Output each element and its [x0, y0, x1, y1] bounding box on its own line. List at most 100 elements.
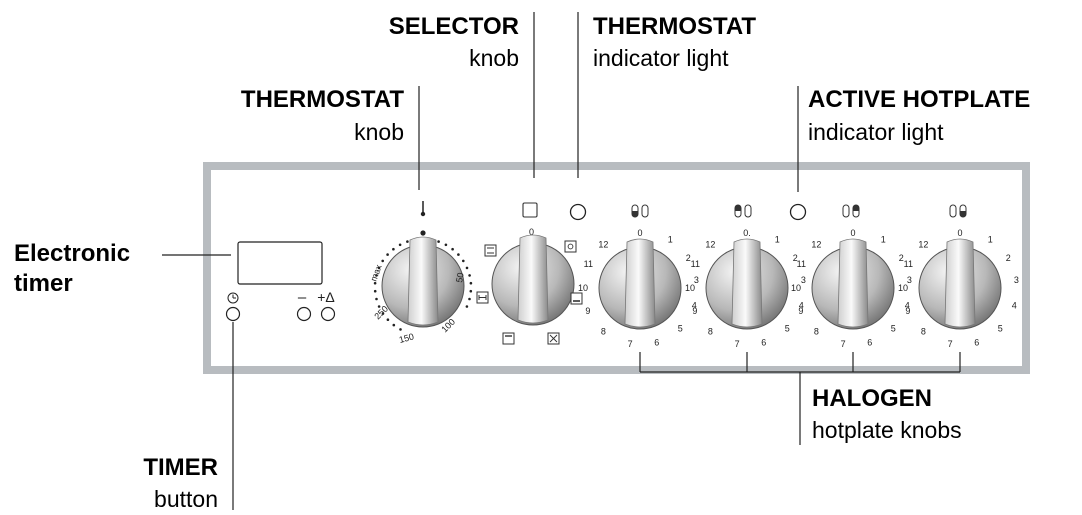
hotplate-3-mark-n7: 7 [841, 339, 846, 349]
hotplate-2-mark-n6: 6 [761, 338, 766, 348]
selector-subtitle: knob [469, 45, 519, 71]
thermostat-knob[interactable] [382, 237, 464, 327]
halogen-subtitle: hotplate knobs [812, 417, 962, 443]
hotplate-knob-3[interactable] [812, 239, 894, 329]
selector-knob[interactable] [492, 235, 574, 325]
oven-top-bottom-heat-icon [485, 245, 496, 256]
hotplate-2-mark-n7: 7 [735, 339, 740, 349]
oven-grill-icon [477, 292, 488, 303]
hotplate-knob-2[interactable] [706, 239, 788, 329]
hotplate-1-mark-n10: 10 [578, 283, 588, 293]
thermostat-indicator-dot [420, 230, 425, 235]
hotplate-3-mark-n1: 1 [881, 235, 886, 245]
electronic-timer-display [238, 242, 322, 284]
minus-label: – [298, 289, 307, 306]
thermostat-scale-dot [457, 253, 460, 256]
hotplate-4-mark-n10: 10 [898, 283, 908, 293]
hotplate-knob-1[interactable] [599, 239, 681, 329]
thermostat-scale-dot [399, 244, 402, 247]
hotplate-4-mark-zero: 0 [957, 228, 962, 238]
thermostat-scale-dot [468, 274, 471, 277]
hotplate-2-mark-n5: 5 [785, 323, 790, 333]
timer-minus-button[interactable] [298, 308, 311, 321]
thermostat-scale-dot [462, 260, 465, 263]
clock-icon [228, 293, 238, 303]
electronic-timer-label-line2: timer [14, 270, 73, 297]
thermostat-mark-150: 150 [398, 331, 415, 345]
hotplate-1-mark-n12: 12 [598, 239, 608, 249]
active-hotplate-subtitle: indicator light [808, 119, 944, 145]
hotplate-3-mark-n12: 12 [811, 239, 821, 249]
thermometer-icon [421, 201, 425, 216]
hotplate-3-mark-zero: 0 [850, 228, 855, 238]
thermostat-indicator-light [571, 205, 586, 220]
hotplate-3-mark-n6: 6 [867, 338, 872, 348]
thermostat-scale-dot [445, 244, 448, 247]
hotplate-2-mark-n9: 9 [692, 306, 697, 316]
thermostat-mark-max: max [368, 263, 383, 283]
thermostat-scale-dot [393, 324, 396, 327]
hotplate-2-mark-n11: 11 [691, 259, 700, 269]
thermostat-scale-dot [392, 248, 395, 251]
timer-plus-button[interactable] [322, 308, 335, 321]
hotplate-1-mark-n9: 9 [585, 306, 590, 316]
thermostat-scale-dot [470, 290, 473, 293]
hotplate-3-mark-n10: 10 [791, 283, 801, 293]
thermostat-scale-dot [466, 305, 469, 308]
hotplate-4-mark-n4: 4 [1012, 301, 1017, 311]
thermostat-scale-dot [374, 290, 377, 293]
thermostat-scale-dot [470, 282, 473, 285]
thermostat-scale-dot [387, 318, 390, 321]
hotplate-1-mark-n7: 7 [628, 339, 633, 349]
hotplate-1-mark-n11: 11 [584, 259, 593, 269]
oven-fan-icon [548, 333, 559, 344]
hotplate-4-mark-n7: 7 [948, 339, 953, 349]
hotplate-1-mark-zero: 0 [637, 228, 642, 238]
hotplate-4-mark-n9: 9 [905, 306, 910, 316]
halogen-title: HALOGEN [812, 385, 932, 412]
hotplate-3-mark-n9: 9 [798, 306, 803, 316]
hotplate-1-mark-n5: 5 [678, 323, 683, 333]
hotplate-2-mark-n3: 3 [801, 275, 806, 285]
thermostat-scale-dot [466, 267, 469, 270]
thermostat-scale-dot [468, 298, 471, 301]
electronic-timer-label-line1: Electronic [14, 240, 130, 267]
plus-bell-label: +Δ [317, 289, 335, 305]
timer-button-title: TIMER [143, 454, 218, 481]
hotplate-3-mark-n8: 8 [814, 327, 819, 337]
hotplate-4-mark-n1: 1 [988, 235, 993, 245]
hotplate-knob-4[interactable] [919, 239, 1001, 329]
active-hotplate-indicator-light [791, 205, 806, 220]
thermostat-scale-dot [399, 328, 402, 331]
thermostat-scale-dot [437, 240, 440, 243]
hotplate-2-mark-n10: 10 [685, 283, 695, 293]
oven-conventional-icon [503, 333, 514, 344]
oven-bottom-heat-icon [571, 293, 582, 304]
hotplate-1-mark-n1: 1 [668, 235, 673, 245]
thermostat-scale-dot [451, 248, 454, 251]
timer-button[interactable] [227, 308, 240, 321]
hotplate-4-mark-n11: 11 [904, 259, 913, 269]
hotplate-2-mark-n8: 8 [708, 327, 713, 337]
thermostat-scale-dot [375, 298, 378, 301]
hotplate-1-mark-n8: 8 [601, 327, 606, 337]
hotplate-front-right-icon [843, 205, 859, 217]
thermostat-scale-dot [386, 253, 389, 256]
hotplate-1-mark-n6: 6 [654, 338, 659, 348]
hotplate-2-mark-zero: 0. [743, 228, 751, 238]
hotplate-3-mark-n11: 11 [797, 259, 806, 269]
thermostat-scale-dot [381, 260, 384, 263]
thermostat-light-title: THERMOSTAT [593, 13, 756, 40]
selector-title: SELECTOR [389, 13, 519, 40]
hotplate-rear-right-icon [950, 205, 966, 217]
thermostat-knob-title: THERMOSTAT [241, 86, 404, 113]
active-hotplate-title: ACTIVE HOTPLATE [808, 86, 1030, 113]
hotplate-4-mark-n6: 6 [974, 338, 979, 348]
hotplate-2-mark-n12: 12 [705, 239, 715, 249]
timer-button-subtitle: button [154, 486, 218, 512]
hotplate-front-left-icon [735, 205, 751, 217]
hotplate-4-mark-n2: 2 [1006, 253, 1011, 263]
hotplate-3-mark-n5: 5 [891, 323, 896, 333]
thermostat-light-subtitle: indicator light [593, 45, 729, 71]
